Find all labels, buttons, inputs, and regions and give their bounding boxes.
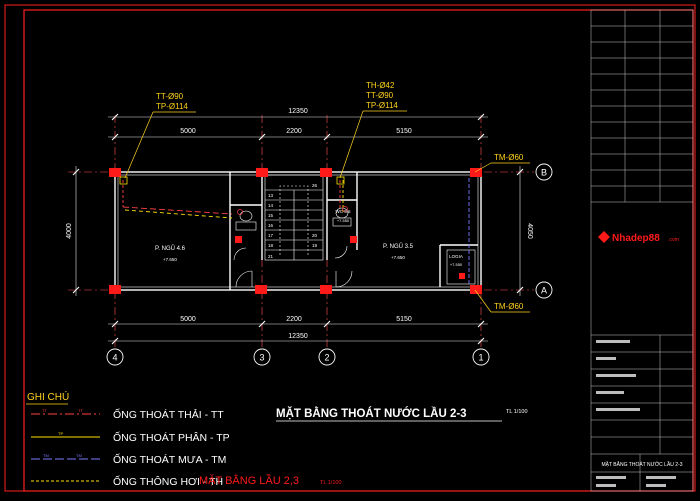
sanitary-fixtures [235,207,476,285]
dimension-lines [75,116,521,342]
legend-title: GHI CHÚ [27,390,69,403]
stair-21: 21 [268,254,274,259]
legend-item-4: ỐNG THÔNG HƠI - TH [113,474,223,488]
nhadep88-logo: Nhadep88 .com [598,231,679,244]
axis-1: 1 [478,353,483,363]
pipe-stacks [119,176,348,215]
dim-bottom-seg-3: 5150 [396,316,412,323]
callout-left-tp: TP-Ø114 [156,102,188,111]
callout-left-tt: TT-Ø90 [156,92,184,101]
legend: GHI CHÚ TT TT TP TM TM ỐNG THOÁT THẢI - … [26,390,230,488]
columns [109,168,482,294]
stair-13: 13 [268,193,274,198]
walls [114,171,482,291]
stair-26: 26 [312,183,318,188]
axis-grid [68,115,534,348]
overlay-scale: TL 1/100 [320,480,342,486]
pipe-callout-texts: TT-Ø90 TP-Ø114 TH-Ø42 TT-Ø90 TP-Ø114 TM-… [156,81,524,311]
room-3-level: +7.650 [391,255,405,260]
callout-right-top-tm: TM-Ø60 [494,153,524,162]
pipe-runs [122,178,470,284]
legend-code-tt-1: TT [42,408,47,413]
legend-code-tp: TP [58,431,63,436]
stair [264,174,324,261]
legend-code-tt-2: TT [78,408,83,413]
dim-right-height: 4050 [526,223,533,239]
logo-suffix: .com [668,237,679,243]
room-2-name: WC 5.6 [335,209,351,214]
callout-mid-tp: TP-Ø114 [366,101,398,110]
axis-B: B [541,168,547,178]
callout-mid-th: TH-Ø42 [366,81,395,90]
axis-2: 2 [324,353,329,363]
axis-bubbles [106,163,553,366]
stair-19: 19 [312,243,318,248]
legend-item-3: ỐNG THOÁT MƯA - TM [113,452,226,466]
dim-top-seg-3: 5150 [396,128,412,135]
axis-3: 3 [259,353,264,363]
stair-15: 15 [268,213,274,218]
stair-14: 14 [268,203,274,208]
logia-drain-box [446,249,476,285]
logo-mark-icon [598,231,610,243]
legend-item-1: ỐNG THOÁT THẢI - TT [113,407,224,421]
drawing-title: MẶT BẰNG THOÁT NƯỚC LẦU 2-3 [276,407,467,420]
dim-bottom-total: 12350 [288,333,308,340]
toilet-left-icon [239,210,253,222]
door-swings [233,245,353,288]
dim-left-height: 4000 [66,223,73,239]
axis-4: 4 [112,353,117,363]
overlay-title: MẶT BẰNG LẦU 2,3 [199,474,299,487]
title-block-sheet-title: MẶT BẰNG THOÁT NƯỚC LẦU 2-3 [601,460,682,468]
room-4-level: +7.550 [450,262,463,267]
pipe-callout-lines [124,110,530,313]
dim-top-seg-1: 5000 [180,128,196,135]
callout-mid-tt: TT-Ø90 [366,91,394,100]
legend-code-tm-2: TM [76,453,82,458]
room-1-level: +7.650 [163,257,177,262]
legend-swatches [31,413,100,482]
dimension-ticks [72,113,524,345]
title-block-fills [596,340,676,487]
stair-numbers: 13 14 15 16 17 18 19 20 21 26 [268,183,318,259]
title-block [590,9,694,492]
stair-16: 16 [268,223,274,228]
legend-item-2: ỐNG THOÁT PHÂN - TP [113,430,230,444]
stair-18: 18 [268,243,274,248]
room-4-name: LOGIA [449,254,463,259]
dimension-texts: 12350 5000 2200 5150 5000 2200 5150 1235… [66,108,533,340]
stair-17: 17 [268,233,274,238]
logo-text: Nhadep88 [612,233,660,244]
dim-bottom-seg-2: 2200 [286,316,302,323]
stair-20: 20 [312,233,318,238]
drawing-scale: TL 1/100 [506,409,528,415]
callout-right-bottom-tm: TM-Ø60 [494,302,524,311]
axis-bubble-labels: 4 3 2 1 B A [112,168,547,363]
room-1-name: P. NGỦ 4.6 [155,245,186,252]
dim-top-total: 12350 [288,108,308,115]
drawing-title-group: MẶT BẰNG THOÁT NƯỚC LẦU 2-3 TL 1/100 MẶT… [199,407,528,487]
legend-code-tm-1: TM [43,453,49,458]
room-labels: P. NGỦ 4.6 +7.650 WC 5.6 +7.550 P. NGỦ 3… [155,209,463,267]
room-2-level: +7.550 [337,218,350,223]
dim-top-seg-2: 2200 [286,128,302,135]
dim-bottom-seg-1: 5000 [180,316,196,323]
axis-A: A [541,286,547,296]
room-3-name: P. NGỦ 3.5 [383,243,414,250]
